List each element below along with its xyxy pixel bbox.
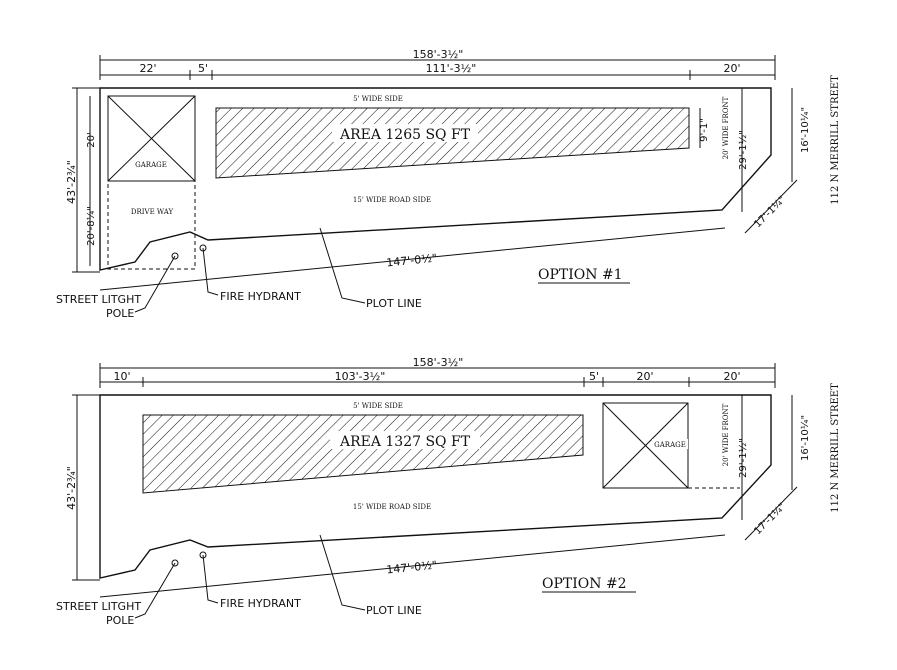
option-2-title: OPTION #2 — [542, 576, 627, 592]
bottom-dim: 147'-0½" — [386, 559, 438, 577]
bottom-dim: 147'-0½" — [386, 252, 438, 270]
street-label-bottom: 112 N MERRILL STREET — [830, 383, 841, 513]
area-label: AREA 1265 SQ FT — [339, 127, 471, 143]
pole-label: POLE — [106, 614, 134, 627]
lot-outline — [99, 87, 772, 271]
dim-20-b: 20' — [723, 370, 740, 383]
option-2-plan: 158'-3½" 10' 103'-3½" 5' 20' 20' AREA 13… — [56, 356, 811, 627]
left-height: 43'-2¾" — [65, 160, 78, 204]
area-label: AREA 1327 SQ FT — [339, 434, 471, 450]
dim-5: 5' — [198, 62, 208, 75]
left-height: 43'-2¾" — [65, 466, 78, 510]
dim-5: 5' — [589, 370, 599, 383]
overall-width-label: 158'-3½" — [413, 356, 464, 369]
fire-hydrant-label: FIRE HYDRANT — [220, 290, 301, 303]
dim-22: 22' — [139, 62, 156, 75]
road-side-label: 15' WIDE ROAD SIDE — [353, 196, 431, 204]
front-setback-label: 20' WIDE FRONT — [722, 403, 730, 466]
lot-outline — [99, 394, 772, 579]
dim-20: 20' — [723, 62, 740, 75]
dim-16: 16'-10¼" — [799, 107, 811, 153]
plot-line-label: PLOT LINE — [366, 297, 422, 310]
left-dim-20: 20' — [86, 132, 97, 147]
dim-29: 29'-1½" — [737, 438, 749, 478]
option-1-plan: 158'-3½" 22' 5' 111'-3½" 20' GARAGE DRIV… — [56, 48, 811, 320]
street-light-pole-symbol — [171, 559, 179, 567]
building-area — [215, 107, 690, 179]
dim-111: 111'-3½" — [426, 62, 477, 75]
dim-17: 17'-1¼" — [752, 501, 789, 538]
street-light-label: STREET LITGHT — [56, 293, 141, 306]
building-area — [142, 414, 584, 494]
driveway-area — [107, 180, 196, 270]
garage-label: GARAGE — [135, 161, 167, 169]
dim-20-a: 20' — [636, 370, 653, 383]
option-1-title: OPTION #1 — [538, 267, 623, 283]
street-light-label: STREET LITGHT — [56, 600, 141, 613]
street-label-top: 112 N MERRILL STREET — [830, 75, 841, 205]
left-dim-20-8: 20'-8¼" — [85, 206, 97, 246]
dim-17: 17'-1¼" — [752, 194, 789, 231]
overall-width-label: 158'-3½" — [413, 48, 464, 61]
dim-16: 16'-10¼" — [799, 415, 811, 461]
driveway-label: DRIVE WAY — [131, 208, 174, 216]
plot-line-label: PLOT LINE — [366, 604, 422, 617]
fire-hydrant-label: FIRE HYDRANT — [220, 597, 301, 610]
side-setback-label: 5' WIDE SIDE — [353, 95, 403, 103]
street-light-pole-symbol — [171, 252, 179, 260]
pole-label: POLE — [106, 307, 134, 320]
road-side-label: 15' WIDE ROAD SIDE — [353, 503, 431, 511]
dim-10: 10' — [113, 370, 130, 383]
front-setback-label: 20' WIDE FRONT — [722, 96, 730, 159]
dim-29: 29'-1½" — [737, 130, 749, 170]
side-setback-label: 5' WIDE SIDE — [353, 402, 403, 410]
garage-label: GARAGE — [654, 441, 686, 449]
dim-103: 103'-3½" — [335, 370, 386, 383]
dim-9-1: 9'-1" — [699, 118, 710, 142]
